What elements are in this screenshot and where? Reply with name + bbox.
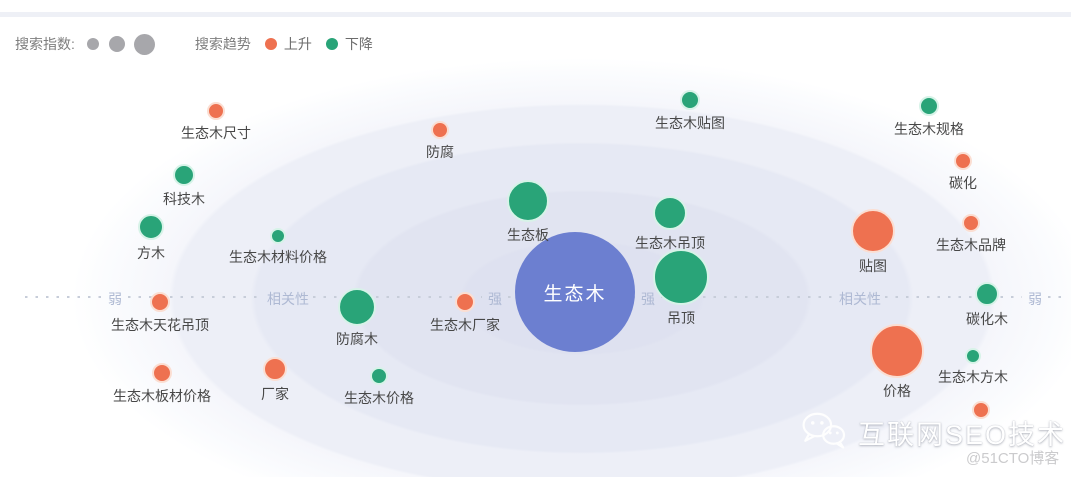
keyword-bubble[interactable] [680,90,700,110]
keyword-bubble[interactable] [431,121,449,139]
keyword-bubble-label: 生态木价格 [344,390,414,406]
keyword-bubble[interactable] [152,363,172,383]
index-size-dot-medium [108,36,125,52]
keyword-bubble-label: 生态木贴图 [655,115,725,131]
keyword-bubble[interactable] [653,249,709,305]
axis-label: 弱 [1028,291,1042,307]
keyword-bubble[interactable] [455,292,475,312]
keyword-bubble[interactable] [972,401,990,419]
keyword-bubble-label: 防腐 [426,144,454,160]
keyword-bubble-label: 生态木尺寸 [181,125,251,141]
keyword-bubble[interactable] [507,180,549,222]
axis-label: 相关性 [267,291,309,307]
keyword-bubble-label: 生态木板材价格 [113,388,211,404]
axis-dotted-segment [313,296,482,298]
axis-dotted-segment [128,296,263,298]
axis-dotted-segment [1048,296,1066,298]
trend-down-label: 下降 [344,36,373,52]
keyword-bubble[interactable] [270,228,286,244]
axis-dotted-segment [885,296,1022,298]
axis-label: 弱 [108,291,122,307]
axis-label: 相关性 [839,291,881,307]
search-index-label: 搜索指数: [15,36,75,52]
keyword-bubble[interactable] [150,292,170,312]
legend-bar: 搜索指数: 搜索趋势 上升 下降 [15,33,373,55]
keyword-bubble-label: 科技木 [163,191,205,207]
axis-label: 强 [488,291,502,307]
watermark-credit: @51CTO博客 [966,450,1060,467]
keyword-bubble[interactable] [207,102,225,120]
keyword-bubble-label: 防腐木 [336,331,378,347]
keyword-bubble[interactable] [919,96,939,116]
keyword-bubble[interactable] [870,324,924,378]
axis-label: 强 [641,291,655,307]
wechat-icon [798,410,850,455]
keyword-bubble[interactable] [954,152,972,170]
trend-up-label: 上升 [283,36,312,52]
keyword-bubble-label: 生态木吊顶 [635,235,705,251]
keyword-bubble-label: 碳化木 [966,311,1008,327]
index-size-dot-small [86,38,99,50]
keyword-bubble[interactable] [975,282,999,306]
keyword-bubble-label: 生态木品牌 [936,237,1006,253]
keyword-bubble-label: 厂家 [261,386,289,402]
keyword-bubble-label: 价格 [883,383,911,399]
index-size-dot-large [133,33,155,55]
keyword-bubble[interactable] [263,357,287,381]
keyword-bubble-label: 碳化 [949,175,977,191]
keyword-bubble[interactable] [138,214,164,240]
keyword-bubble[interactable] [962,214,980,232]
keyword-bubble[interactable] [338,288,376,326]
axis-dotted-segment [661,296,835,298]
top-divider [0,12,1071,17]
trend-up-dot-icon [264,38,277,50]
keyword-bubble-label: 生态木方木 [938,369,1008,385]
keyword-bubble[interactable] [965,348,981,364]
keyword-bubble-label: 贴图 [859,258,887,274]
watermark-text: 互联网SEO技术 [858,420,1067,450]
keyword-bubble-label: 生态板 [507,227,549,243]
keyword-bubble-label: 吊顶 [667,310,695,326]
watermark: 互联网SEO技术 [798,410,1066,455]
keyword-bubble-label: 生态木厂家 [430,317,500,333]
keyword-bubble[interactable] [173,164,195,186]
keyword-bubble-label: 生态木材料价格 [229,249,327,265]
keyword-bubble[interactable] [653,196,687,230]
keyword-bubble[interactable] [851,209,895,253]
trend-down-dot-icon [325,38,338,50]
keyword-bubble-label: 生态木天花吊顶 [111,317,209,333]
axis-dotted-segment [25,296,102,298]
keyword-bubble[interactable] [370,367,388,385]
keyword-bubble-label: 方木 [137,245,165,261]
keyword-bubble-label: 生态木规格 [894,121,964,137]
center-keyword-label: 生态木 [543,283,607,305]
center-keyword-bubble[interactable]: 生态木 [515,232,635,352]
search-trend-label: 搜索趋势 [194,36,251,52]
